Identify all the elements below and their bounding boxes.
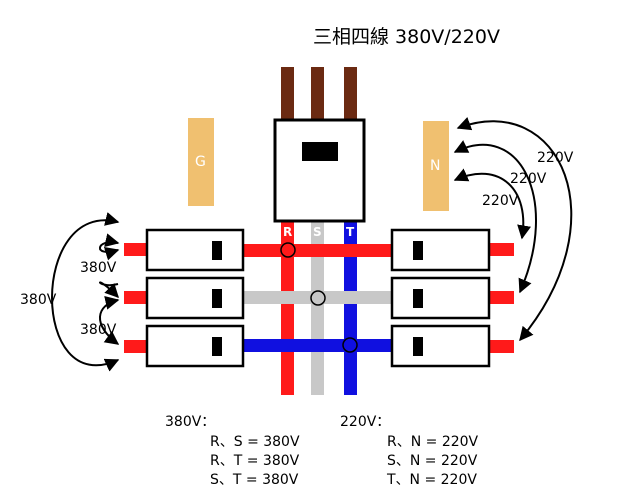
left-stub-2 <box>124 291 148 304</box>
left-breaker-1-switch <box>212 241 222 260</box>
diagram-title: 三相四線 380V/220V <box>313 26 500 48</box>
label-left-bottom: 380V <box>80 322 117 338</box>
label-left-top: 380V <box>80 260 117 276</box>
legend-380-heading: 380V： <box>165 414 215 430</box>
left-stub-3 <box>124 340 148 353</box>
arrow-left-top-lower <box>99 281 119 299</box>
bus-r-horizontal <box>243 244 392 257</box>
legend-220-line-2: S、N = 220V <box>387 453 478 469</box>
bus-letter-r: R <box>283 225 292 239</box>
neutral-bar <box>423 121 449 211</box>
legend-220-heading: 220V： <box>340 414 390 430</box>
legend-220-line-1: R、N = 220V <box>387 434 479 450</box>
right-breaker-3 <box>390 324 491 368</box>
bus-t-horizontal <box>243 339 392 352</box>
right-stub-2 <box>490 291 514 304</box>
arrow-right-outer <box>456 117 573 342</box>
legend-220-line-3: T、N = 220V <box>386 472 477 488</box>
feeder-wire-r <box>281 67 294 122</box>
bus-s-horizontal <box>243 291 392 304</box>
right-breaker-3-switch <box>413 337 423 356</box>
arrow-left-outer <box>51 212 120 372</box>
bus-letter-t: T <box>346 225 355 239</box>
left-breaker-1 <box>145 228 245 272</box>
legend-380-line-2: R、T = 380V <box>210 453 300 469</box>
left-stub-1 <box>124 243 148 256</box>
junction-s <box>310 290 326 306</box>
junction-r <box>280 242 296 258</box>
feeder-wire-t <box>344 67 357 122</box>
right-breaker-1 <box>390 228 491 272</box>
bus-letter-s: S <box>313 225 322 239</box>
label-right-outer: 220V <box>537 150 574 166</box>
main-breaker-switch <box>302 142 338 161</box>
right-stub-3 <box>490 340 514 353</box>
label-right-middle: 220V <box>510 171 547 187</box>
left-breaker-3 <box>145 324 245 368</box>
label-left-outer: 380V <box>20 292 57 308</box>
neutral-label: N <box>430 158 440 174</box>
junction-t <box>342 337 358 353</box>
left-breaker-2-switch <box>212 289 222 308</box>
right-breaker-2 <box>390 276 491 320</box>
left-breaker-2 <box>145 276 245 320</box>
feeder-wire-s <box>311 67 324 122</box>
legend-380-line-3: S、T = 380V <box>210 472 299 488</box>
legend-380-line-1: R、S = 380V <box>210 434 300 450</box>
right-stub-1 <box>490 243 514 256</box>
ground-label: G <box>195 154 206 170</box>
label-right-inner: 220V <box>482 193 519 209</box>
main-breaker <box>273 118 366 223</box>
ground-bar <box>188 118 214 206</box>
arrow-left-top <box>99 233 120 261</box>
left-breaker-3-switch <box>212 337 222 356</box>
right-breaker-2-switch <box>413 289 423 308</box>
right-breaker-1-switch <box>413 241 423 260</box>
